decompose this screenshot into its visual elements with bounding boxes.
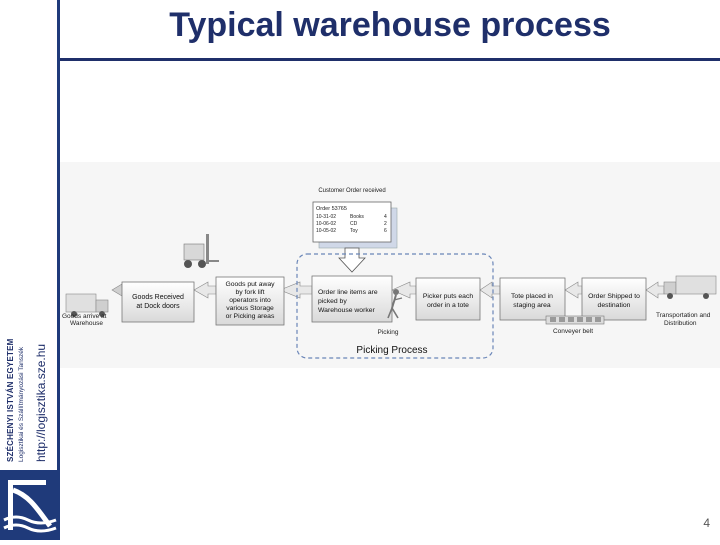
department-name: Logisztikai és Szállítmányozási Tanszék (18, 346, 25, 462)
picker-label-2: order in a tote (427, 302, 469, 309)
picker-tote-box (415, 277, 481, 321)
outgoing-truck-icon (663, 275, 717, 299)
tote-staging-box (499, 277, 566, 321)
logo-icon (3, 480, 57, 533)
title-rule (60, 58, 720, 61)
page-number: 4 (703, 516, 710, 530)
diagram-canvas: Customer Order received Order 53765 10-3… (62, 188, 717, 359)
order-row-2-qty: 2 (384, 221, 387, 227)
sidebar-text-area: SZÉCHENYI ISTVÁN EGYETEM Logisztikai és … (0, 0, 60, 470)
order-row-3-qty: 6 (384, 228, 387, 234)
picking-process-label: Picking Process (356, 345, 427, 356)
university-logo (0, 470, 60, 540)
order-shipped-box (581, 277, 647, 321)
order-lines-label-1: Order line items are (318, 289, 378, 296)
order-lines-label-2: picked by (318, 298, 347, 305)
goods-received-label-2: at Dock doors (136, 303, 180, 310)
shipped-label-2: destination (598, 302, 631, 309)
tote-label-1: Tote placed in (511, 293, 553, 300)
goods-arrive-label-2: Warehouse (70, 320, 103, 327)
sidebar-divider (57, 0, 60, 470)
goods-received-label-1: Goods Received (132, 294, 184, 301)
picker-label-1: Picker puts each (423, 293, 473, 300)
transport-label-2: Distribution (664, 320, 697, 327)
goods-received-box (121, 281, 195, 323)
sidebar: SZÉCHENYI ISTVÁN EGYETEM Logisztikai és … (0, 0, 60, 540)
forklift-icon (183, 234, 219, 268)
page-title: Typical warehouse process (169, 6, 611, 44)
order-row-1-qty: 4 (384, 214, 387, 220)
shipped-label-1: Order Shipped to (588, 293, 640, 300)
put-away-label-4: various Storage (226, 305, 274, 312)
put-away-label-5: or Picking areas (226, 313, 275, 320)
order-row-3-date: 10-05-02 (316, 228, 336, 234)
website-url[interactable]: http://logisztika.sze.hu (34, 343, 48, 462)
university-name: SZÉCHENYI ISTVÁN EGYETEM (6, 338, 15, 462)
order-number: Order 53765 (316, 206, 347, 212)
incoming-truck-icon (65, 293, 109, 317)
tote-label-2: staging area (513, 302, 551, 309)
order-row-3-item: Toy (350, 228, 358, 234)
goods-put-away-box (215, 276, 285, 326)
conveyor-label: Conveyer belt (553, 328, 593, 335)
warehouse-process-diagram: Customer Order received Order 53765 10-3… (60, 162, 720, 368)
order-row-2-date: 10-06-02 (316, 221, 336, 227)
order-line-items-box (311, 275, 393, 323)
transport-label-1: Transportation and (656, 312, 711, 319)
put-away-label-2: by fork lift (235, 289, 264, 296)
order-row-1-date: 10-31-02 (316, 214, 336, 220)
order-row-2-item: CD (350, 221, 358, 227)
down-arrow-icon (338, 247, 366, 273)
order-row-1-item: Books (350, 214, 364, 220)
picking-process-region (296, 253, 494, 359)
picking-small-label: Picking (378, 329, 399, 336)
conveyor-belt-icon (545, 315, 605, 325)
goods-arrive-label-1: Goods arrive at (62, 313, 107, 320)
customer-order-document: Customer Order received Order 53765 10-3… (312, 188, 398, 273)
order-header-label: Customer Order received (318, 188, 385, 194)
put-away-label-3: operators into (229, 297, 271, 304)
put-away-label-1: Goods put away (225, 281, 275, 288)
order-lines-label-3: Warehouse worker (318, 307, 376, 314)
worker-icon (387, 289, 403, 319)
